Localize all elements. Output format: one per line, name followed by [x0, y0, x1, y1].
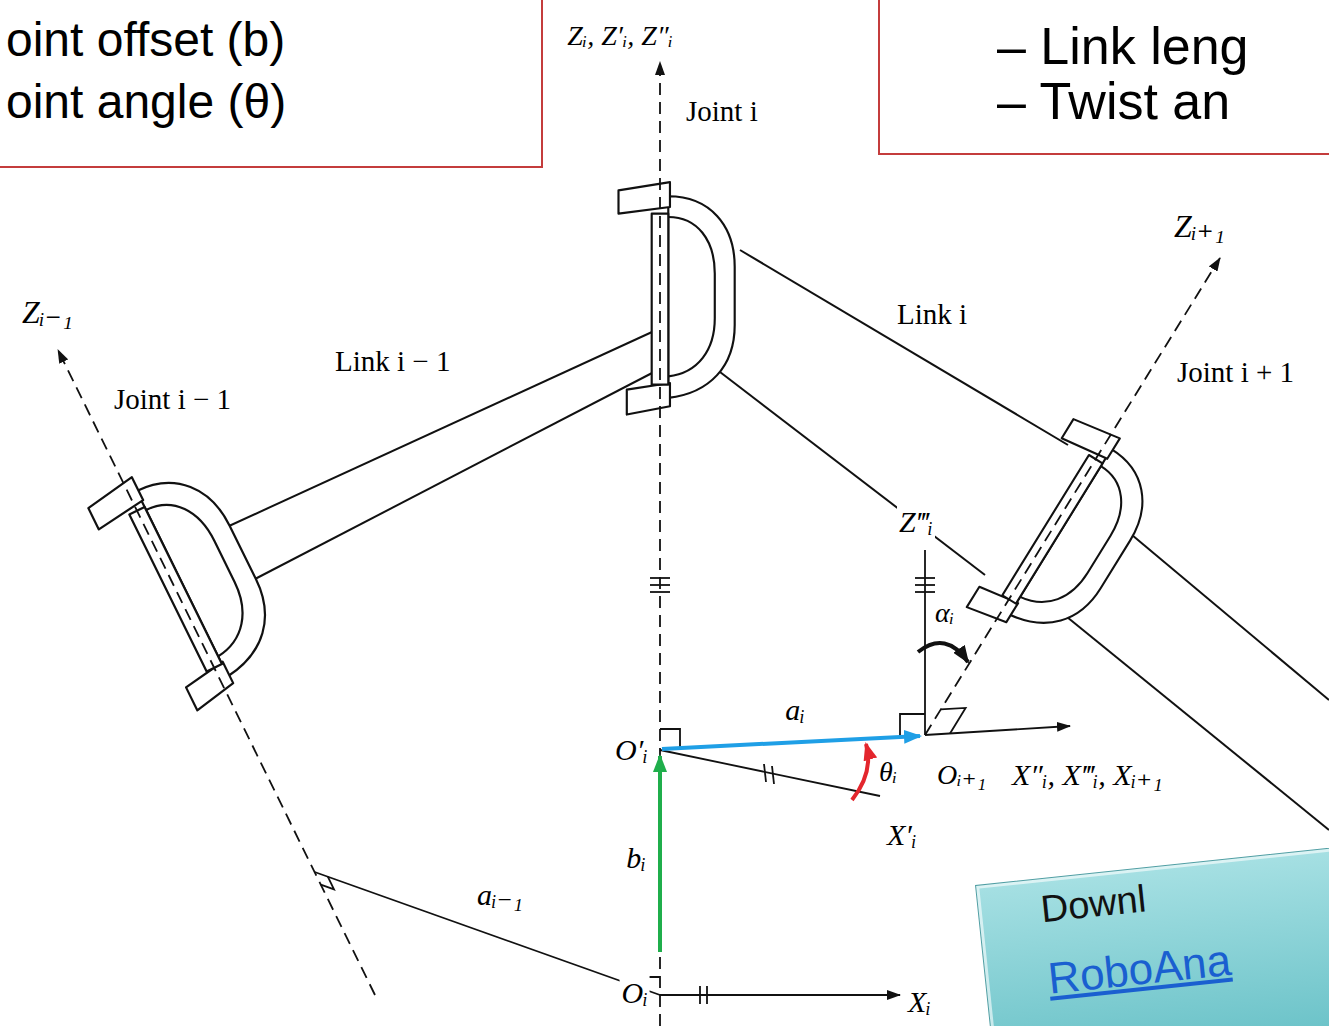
link-outline: [229, 332, 652, 526]
download-button: DownlRoboAna: [975, 841, 1329, 1026]
parallel-mark: [915, 577, 935, 579]
origin-label: Oᵢ: [620, 976, 650, 1011]
axis-label: Zᵢ₊₁: [1172, 208, 1227, 245]
link-outline: [720, 372, 985, 575]
twist-arc: [918, 643, 968, 662]
axis-label: X″ᵢ, X‴ᵢ, Xᵢ₊₁: [1010, 758, 1165, 793]
link-outline: [1132, 535, 1329, 700]
axis-label: Zᵢ, Z′ᵢ, Z″ᵢ: [565, 20, 675, 52]
x-axis: [925, 726, 1070, 735]
bullet-text: – Link leng: [997, 19, 1249, 74]
x-axis: [660, 994, 900, 996]
note-box: – Link leng– Twist an: [878, 0, 1329, 155]
length-arrow: [662, 736, 920, 749]
joint-axis: [659, 62, 661, 1026]
bullet-text: oint offset (b): [6, 9, 285, 71]
parallel-mark: [650, 577, 670, 579]
parallel-mark: [650, 591, 670, 593]
x-axis: [660, 750, 880, 796]
origin-label: Oᵢ₊₁: [935, 759, 988, 791]
joint-housing: [619, 182, 735, 414]
angle-arc: [852, 744, 868, 800]
parameter-label: αᵢ: [933, 597, 956, 629]
parameter-label: aᵢ: [783, 693, 807, 728]
axis-label: X′ᵢ: [885, 818, 919, 853]
axis-label: Z‴ᵢ: [897, 505, 935, 540]
parallel-mark: [772, 766, 774, 784]
offset-arrow: [658, 756, 662, 952]
joint-housing: [85, 448, 297, 714]
bullet-text: – Twist an: [997, 74, 1230, 129]
parallel-mark: [764, 764, 766, 782]
joint-housing: [960, 412, 1173, 661]
right-angle-mark: [941, 708, 966, 734]
link-outline: [1067, 617, 1329, 830]
link-text: RoboAna: [1044, 918, 1235, 1021]
link-label: Link i − 1: [333, 345, 452, 378]
button-text: Downl: [1038, 870, 1149, 937]
parallel-mark: [915, 584, 935, 586]
joint-label: Joint i + 1: [1175, 356, 1296, 389]
link-outline: [255, 372, 654, 579]
parameter-label: aᵢ₋₁: [475, 878, 525, 913]
parameter-label: θᵢ: [877, 756, 899, 788]
parallel-mark: [706, 986, 708, 1004]
joint-label: Joint i: [684, 95, 760, 128]
joint-axis: [925, 258, 1220, 735]
right-angle-mark: [900, 714, 925, 737]
common-normal: [315, 872, 660, 995]
bullet-text: oint angle (θ): [6, 71, 286, 133]
origin-label: O′ᵢ: [613, 733, 650, 768]
parameter-label: bᵢ: [624, 841, 648, 876]
parallel-mark: [699, 986, 701, 1004]
note-box: oint offset (b)oint angle (θ): [0, 0, 543, 168]
link-label: Link i: [895, 298, 969, 331]
axis-label: Zᵢ₋₁: [20, 294, 75, 331]
axis-label: Xᵢ: [906, 985, 933, 1020]
link-outline: [740, 250, 1068, 445]
parallel-mark: [915, 591, 935, 593]
parallel-mark: [650, 584, 670, 586]
right-angle-mark: [660, 729, 680, 748]
joint-label: Joint i − 1: [112, 383, 233, 416]
right-angle-mark: [321, 877, 334, 890]
joint-axis: [58, 350, 375, 995]
